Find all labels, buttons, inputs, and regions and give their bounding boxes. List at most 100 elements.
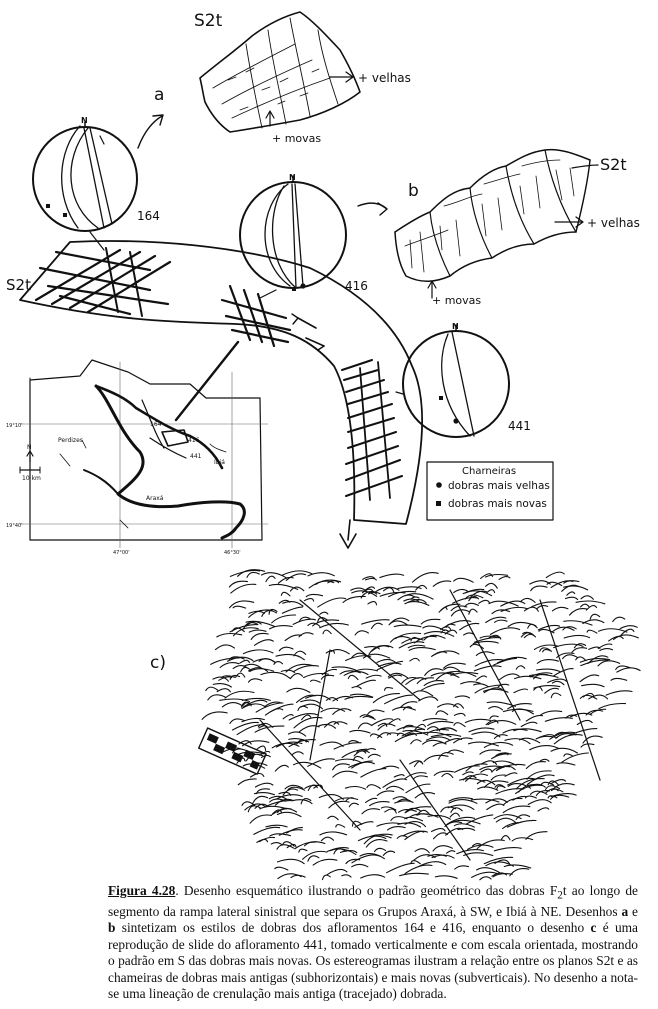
outcrop-stroke (319, 831, 348, 836)
outcrop-stroke (408, 647, 436, 651)
outcrop-stroke (216, 688, 231, 693)
outcrop-stroke (333, 721, 348, 725)
outcrop-stroke (502, 821, 522, 830)
outcrop-stroke (300, 797, 312, 805)
outcrop-stroke (454, 695, 471, 699)
outcrop-stroke (366, 709, 385, 717)
outcrop-stroke (452, 597, 478, 604)
outcrop-stroke (354, 630, 369, 636)
outcrop-stroke (289, 586, 305, 592)
outcrop-stroke (298, 632, 314, 638)
north-416: N (289, 173, 296, 182)
outcrop-stroke (485, 719, 499, 726)
outcrop-stroke (275, 741, 303, 748)
outcrop-stroke (402, 730, 429, 736)
outcrop-stroke (582, 735, 603, 744)
legend-old-folds: dobras mais velhas (448, 480, 550, 492)
outcrop-stroke (457, 827, 476, 831)
outcrop-stroke (529, 672, 553, 678)
outcrop-stroke (318, 723, 337, 729)
outcrop-stroke (550, 580, 574, 589)
sketch-b (394, 148, 599, 299)
outcrop-stroke (284, 634, 302, 642)
outcrop-stroke (287, 731, 307, 737)
outcrop-stroke (422, 718, 448, 722)
stereonet-164 (32, 121, 138, 232)
outcrop-stroke (388, 718, 401, 725)
outcrop-stroke (440, 629, 450, 634)
outcrop-stroke (471, 843, 483, 847)
outcrop-stroke (250, 632, 269, 640)
outcrop-stroke (550, 747, 578, 754)
outcrop-stroke (364, 646, 380, 650)
outcrop-stroke (275, 653, 305, 661)
outcrop-stroke (258, 836, 276, 843)
outcrop-stroke (535, 735, 558, 740)
outcrop-stroke (232, 605, 247, 609)
outcrop-stroke (282, 788, 299, 796)
outcrop-stroke (427, 814, 451, 820)
outcrop-stroke (550, 788, 564, 793)
map-town-s: Araxá (146, 495, 164, 502)
s2t-label-ramp: S2t (6, 276, 31, 294)
scale-bar (197, 727, 267, 775)
outcrop-stroke (547, 780, 559, 786)
outcrop-stroke (440, 626, 452, 631)
outcrop-stroke (402, 830, 425, 837)
outcrop-stroke (502, 728, 528, 734)
outcrop-stroke (568, 608, 588, 616)
outcrop-stroke (520, 597, 536, 603)
outcrop-stroke (241, 703, 267, 709)
legend-new-folds: dobras mais novas (448, 498, 547, 510)
outcrop-stroke (427, 854, 447, 857)
sketch-a (199, 11, 361, 133)
ramp-band (19, 231, 423, 549)
map-lon-right: 46°30' (224, 550, 241, 556)
outcrop-stroke (341, 874, 352, 878)
outcrop-stroke (499, 673, 520, 681)
outcrop-stroke (376, 822, 401, 827)
outcrop-stroke (507, 703, 532, 710)
outcrop-stroke (286, 687, 311, 693)
outcrop-fracture (259, 719, 361, 831)
outcrop-stroke (485, 616, 507, 624)
outcrop-stroke (258, 725, 268, 729)
map-site-441: 441 (190, 453, 202, 460)
outcrop-stroke (271, 742, 300, 749)
outcrop-stroke (493, 814, 522, 820)
outcrop-stroke (612, 616, 626, 623)
outcrop-stroke (566, 591, 576, 596)
outcrop-stroke (530, 585, 548, 592)
outcrop-stroke (280, 591, 291, 597)
outcrop-stroke (394, 800, 414, 804)
outcrop-stroke (247, 678, 263, 683)
outcrop-stroke (450, 807, 463, 813)
outcrop-stroke (228, 656, 245, 660)
outcrop-stroke (422, 625, 446, 632)
outcrop-stroke (404, 772, 427, 780)
outcrop-stroke (344, 695, 374, 700)
outcrop-stroke (264, 708, 284, 716)
outcrop-stroke (274, 866, 289, 871)
outcrop-stroke (269, 833, 291, 837)
outcrop-stroke (433, 770, 454, 776)
outcrop-stroke (564, 596, 579, 601)
outcrop-stroke (488, 634, 502, 640)
outcrop-stroke (494, 784, 506, 789)
outcrop-stroke (463, 852, 494, 857)
outcrop-stroke (480, 760, 498, 766)
outcrop-stroke (474, 659, 505, 667)
outcrop-stroke (403, 724, 414, 730)
outcrop-stroke (253, 826, 281, 835)
outcrop-stroke (444, 629, 458, 635)
map-town-w: Perdizes (58, 437, 83, 444)
stereonet-label-416: 416 (345, 279, 368, 293)
outcrop-stroke (388, 674, 403, 679)
outcrop-stroke (483, 780, 509, 789)
outcrop-stroke (476, 779, 496, 786)
outcrop-stroke (369, 801, 390, 807)
outcrop-stroke (434, 875, 458, 879)
outcrop-stroke (260, 671, 291, 679)
outcrop-stroke (467, 844, 494, 850)
outcrop-stroke (258, 658, 275, 663)
